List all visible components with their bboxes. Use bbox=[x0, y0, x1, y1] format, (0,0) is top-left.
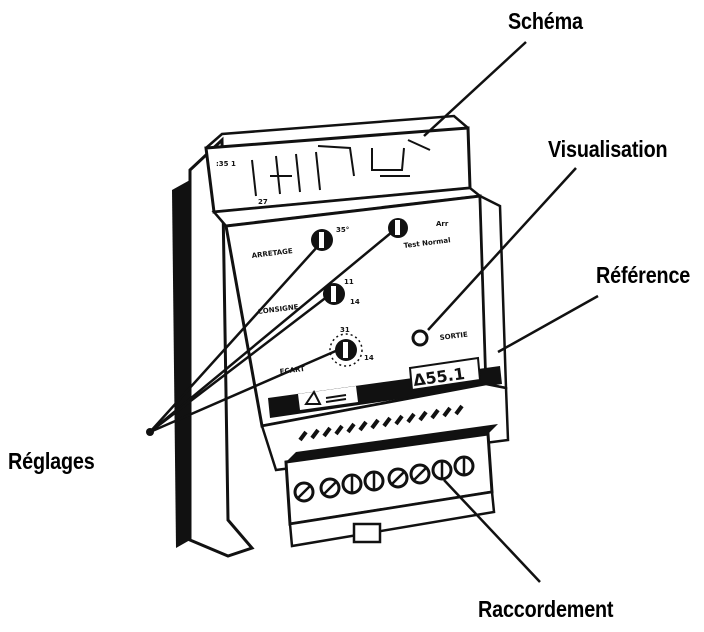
vent-hatch bbox=[298, 404, 464, 442]
leader-schema bbox=[423, 41, 527, 137]
leader-lines bbox=[149, 41, 599, 583]
scale-k2a: 11 bbox=[344, 278, 354, 286]
leader-raccordement bbox=[443, 479, 541, 583]
logo-mark bbox=[304, 390, 347, 405]
schema-mark-left-top: :35 1 bbox=[216, 160, 236, 168]
scale-k3a: 31 bbox=[340, 326, 350, 334]
led-indicator bbox=[411, 329, 429, 347]
schema-cover-top-edge bbox=[205, 114, 469, 149]
knob-test-normal bbox=[388, 218, 408, 238]
model-plate bbox=[408, 356, 482, 392]
terminal-block-top bbox=[286, 424, 498, 462]
scale-k2b: 14 bbox=[350, 298, 360, 306]
din-rail-back bbox=[172, 180, 190, 548]
callout-schema: Schéma bbox=[508, 8, 583, 34]
callout-visualisation: Visualisation bbox=[548, 136, 668, 162]
base-clip bbox=[352, 522, 382, 544]
schema-mark-left-bottom: 27 bbox=[258, 198, 268, 206]
callout-reference: Référence bbox=[596, 262, 691, 288]
base-foot bbox=[288, 490, 496, 548]
knob-ecart bbox=[329, 333, 363, 367]
label-arr: Arr bbox=[436, 220, 449, 228]
leader-reglage-4 bbox=[149, 348, 339, 434]
leader-dots bbox=[146, 291, 329, 436]
leader-visualisation bbox=[427, 167, 577, 331]
body-left-side bbox=[188, 136, 255, 558]
label-sortie: SORTIE bbox=[439, 331, 468, 342]
knob-consigne bbox=[323, 283, 345, 305]
leader-reglage-3 bbox=[149, 295, 329, 433]
schema-graphic bbox=[251, 139, 431, 197]
leader-reglage-1 bbox=[149, 245, 319, 433]
callout-reglages: Réglages bbox=[8, 448, 95, 474]
callout-raccordement: Raccordement bbox=[478, 596, 614, 622]
leader-reference bbox=[497, 294, 599, 354]
knob-arretage bbox=[311, 229, 333, 251]
scale-k3b: 14 bbox=[364, 354, 374, 362]
scale-k1: 35° bbox=[336, 226, 349, 234]
leader-reglage-2 bbox=[149, 231, 393, 433]
screw-slots bbox=[297, 458, 466, 499]
